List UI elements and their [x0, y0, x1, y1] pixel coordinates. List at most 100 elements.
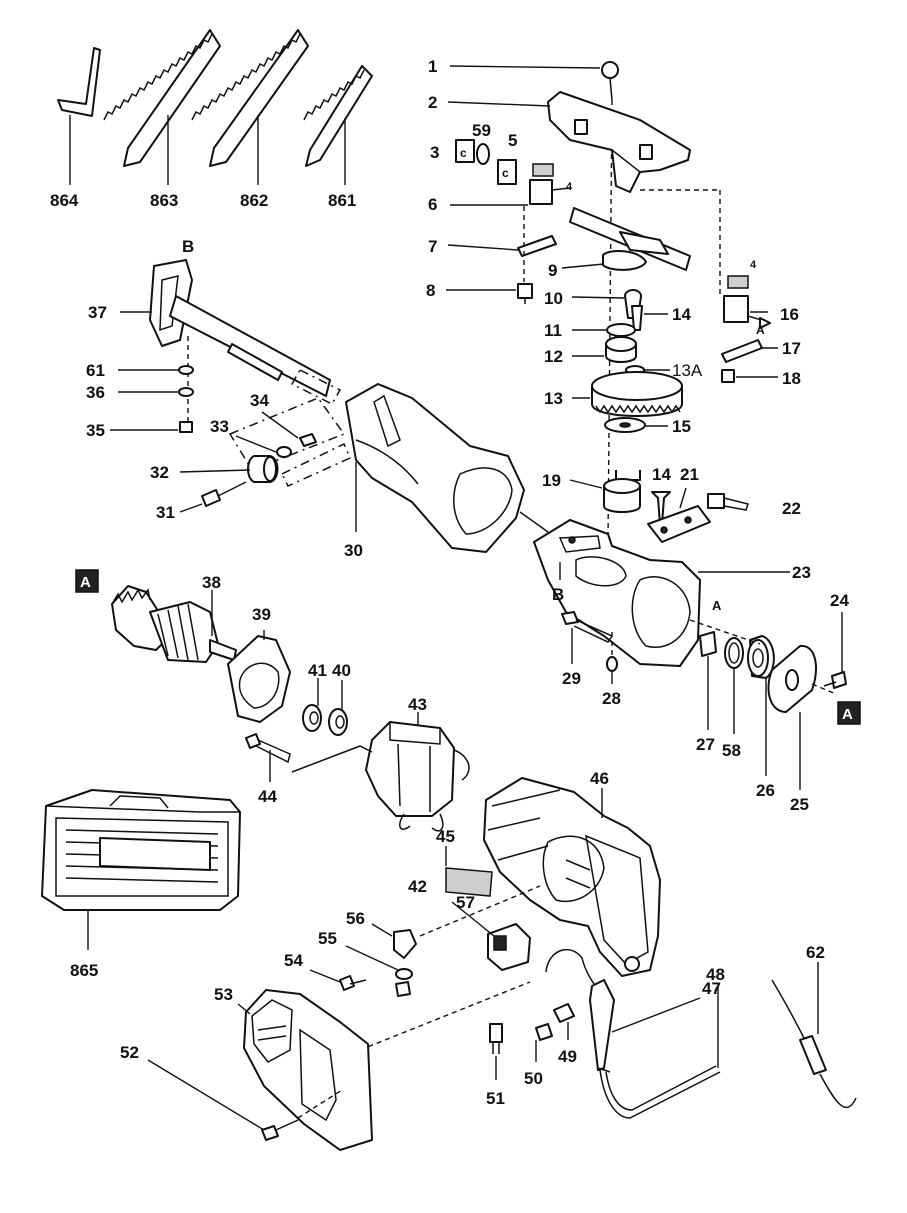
label-25: 25 — [790, 795, 809, 814]
svg-text:c: c — [502, 166, 509, 180]
label-27: 27 — [696, 735, 715, 754]
label-861: 861 — [328, 191, 356, 210]
label-21: 21 — [680, 465, 699, 484]
bushing-12 — [605, 336, 637, 363]
label-15: 15 — [672, 417, 691, 436]
key-27 — [699, 631, 717, 657]
label-17: 17 — [782, 339, 801, 358]
svg-text:A: A — [756, 323, 765, 337]
spare-part-62 — [771, 979, 857, 1109]
label-59: 59 — [472, 121, 491, 140]
label-39: 39 — [252, 605, 271, 624]
screw-1 — [601, 61, 619, 101]
front-boot-30 — [345, 383, 525, 553]
label-57: 57 — [456, 893, 475, 912]
bearing-40 — [328, 708, 348, 736]
label-58: 58 — [722, 741, 741, 760]
label-19: 19 — [542, 471, 561, 490]
marker-a-right: A — [837, 701, 861, 725]
plate-17 — [721, 339, 763, 363]
motor-housing-46 — [483, 777, 661, 977]
ring-58 — [724, 637, 744, 669]
screw-44 — [245, 733, 291, 764]
label-50: 50 — [524, 1069, 543, 1088]
label-36: 36 — [86, 383, 105, 402]
plunger-37 — [149, 259, 342, 405]
armature-38 — [111, 585, 237, 663]
screw-22 — [707, 493, 749, 511]
label-16: 16 — [780, 305, 799, 324]
label-22: 22 — [782, 499, 801, 518]
label-54: 54 — [284, 951, 303, 970]
svg-text:c: c — [460, 146, 467, 160]
label-37: 37 — [88, 303, 107, 322]
label-30: 30 — [344, 541, 363, 560]
label-49: 49 — [558, 1047, 577, 1066]
clip-5: c — [497, 159, 517, 185]
label-53: 53 — [214, 985, 233, 1004]
label-26: 26 — [756, 781, 775, 800]
blade-862 — [191, 29, 309, 185]
screw-24 — [823, 671, 847, 689]
label-29: 29 — [562, 669, 581, 688]
label-45 — [445, 867, 493, 897]
bearing-41 — [302, 704, 322, 732]
label-61: 61 — [86, 361, 105, 380]
bevel-gear-19 — [603, 470, 641, 513]
label-40: 40 — [332, 661, 351, 680]
terminal-51 — [489, 1023, 503, 1054]
label-1: 1 — [428, 57, 437, 76]
label-41: 41 — [308, 661, 327, 680]
screw-50 — [535, 1023, 553, 1041]
label-13: 13 — [544, 389, 563, 408]
label-13A: 13A — [672, 361, 703, 380]
label-18: 18 — [782, 369, 801, 388]
label-3: 3 — [430, 143, 439, 162]
pin-34 — [299, 433, 317, 447]
label-42: 42 — [408, 877, 427, 896]
label-62: 62 — [806, 943, 825, 962]
pad-4-right: A — [723, 275, 771, 337]
bearing-26 — [747, 635, 775, 679]
label-51: 51 — [486, 1089, 505, 1108]
clamp-49 — [553, 1003, 575, 1023]
label-24: 24 — [830, 591, 849, 610]
baffle-39 — [227, 635, 291, 723]
nut — [395, 981, 411, 997]
label-47: 47 — [702, 979, 721, 998]
label-23: 23 — [792, 563, 811, 582]
label-43: 43 — [408, 695, 427, 714]
hex-key-864 — [57, 47, 101, 185]
washer-55 — [395, 968, 413, 980]
label-38: 38 — [202, 573, 221, 592]
label-7: 7 — [428, 237, 437, 256]
roller-33 — [276, 446, 292, 458]
label-35: 35 — [86, 421, 105, 440]
plate-21 — [647, 505, 711, 543]
screw-35 — [179, 421, 193, 433]
label-2: 2 — [428, 93, 437, 112]
screw-8 — [517, 283, 533, 304]
rod-assembly — [569, 207, 691, 271]
washer-61 — [178, 365, 194, 375]
label-44: 44 — [258, 787, 277, 806]
clip-3: c — [455, 139, 475, 163]
label-11: 11 — [544, 321, 562, 340]
screw-18 — [721, 369, 735, 383]
label-865: 865 — [70, 961, 98, 980]
part-labels: 864 863 862 861 1 2 3 59 5 4 6 7 8 9 4 1… — [50, 57, 849, 1108]
screw-31 — [201, 489, 221, 507]
label-864: 864 — [50, 191, 79, 210]
label-9: 9 — [548, 261, 557, 280]
label-14-lower: 14 — [652, 465, 671, 484]
switch-57 — [487, 923, 531, 971]
ring-59 — [476, 143, 490, 165]
pin-14-top — [631, 305, 643, 331]
label-46: 46 — [590, 769, 609, 788]
field-43 — [365, 721, 470, 832]
washer-11 — [606, 323, 636, 337]
cover-plate-25 — [767, 644, 817, 713]
gear-13 — [591, 371, 683, 417]
marker-a-left-label: A — [80, 574, 91, 591]
label-56: 56 — [346, 909, 365, 928]
